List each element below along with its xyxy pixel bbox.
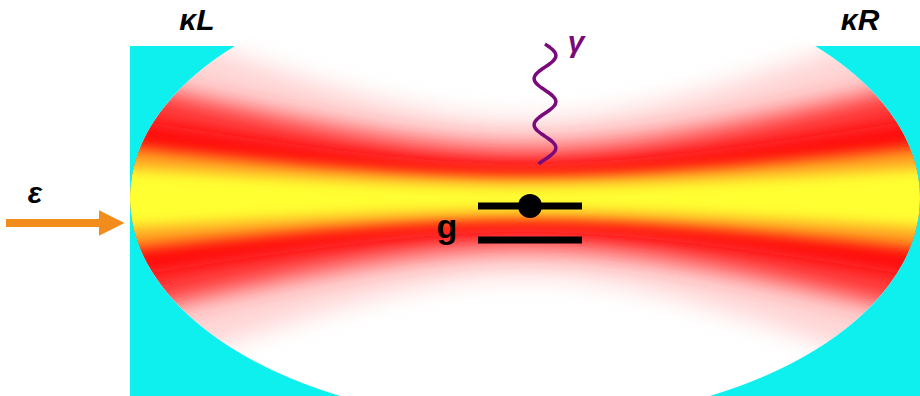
drive-label: ε [28, 178, 42, 208]
beam-layer [100, 144, 920, 252]
right-decay-label: κR [841, 5, 880, 35]
emission-wave [534, 44, 556, 164]
coupling-label: g [437, 209, 458, 243]
left-decay-label: κL [179, 5, 214, 35]
beam-layer [100, 7, 920, 389]
ground-level [478, 237, 582, 244]
left-mirror [130, 46, 340, 396]
spontaneous-decay-label: γ [568, 27, 585, 57]
atom-dot [518, 194, 542, 218]
beam-layer [100, 115, 920, 282]
cavity-mode [100, 7, 920, 389]
drive-arrow [6, 219, 104, 227]
beam-layer [100, 75, 920, 320]
right-mirror [710, 46, 920, 396]
beam-layer [100, 166, 920, 230]
